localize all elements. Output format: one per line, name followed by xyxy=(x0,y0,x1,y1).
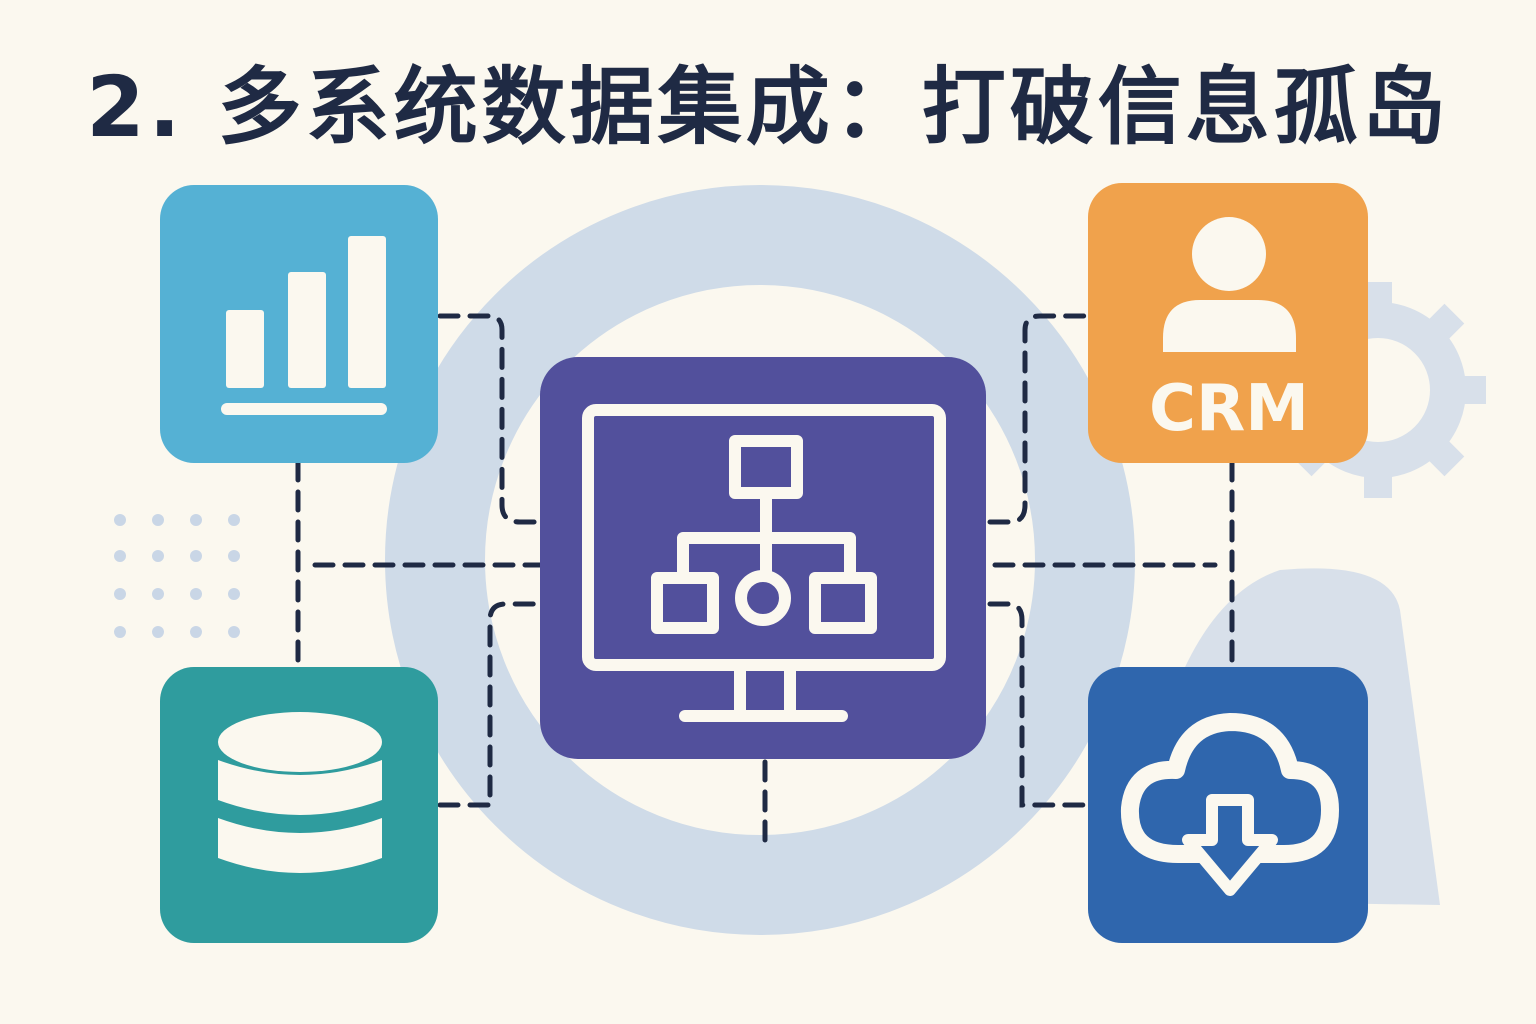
crm-label: CRM xyxy=(1149,372,1309,446)
central-node xyxy=(540,357,986,759)
monitor-org-chart-icon xyxy=(582,404,946,722)
crm-node: CRM xyxy=(1088,183,1368,463)
connector-lines xyxy=(295,313,1235,848)
analytics-node xyxy=(160,185,438,463)
connector-analytics-central xyxy=(437,313,543,525)
cloud-download-icon xyxy=(1120,713,1339,896)
user-icon xyxy=(1163,217,1296,352)
dot-grid xyxy=(114,514,240,638)
background-ring xyxy=(385,185,1135,935)
connector-database-central xyxy=(437,601,543,808)
connector-central-crm xyxy=(987,313,1091,525)
page-title: 2. 多系统数据集成：打破信息孤岛 xyxy=(86,58,1450,156)
cloud-node xyxy=(1088,667,1368,943)
bar-chart-icon xyxy=(221,236,387,415)
database-icon xyxy=(218,712,382,873)
connector-central-cloud xyxy=(987,601,1091,808)
database-node xyxy=(160,667,438,943)
